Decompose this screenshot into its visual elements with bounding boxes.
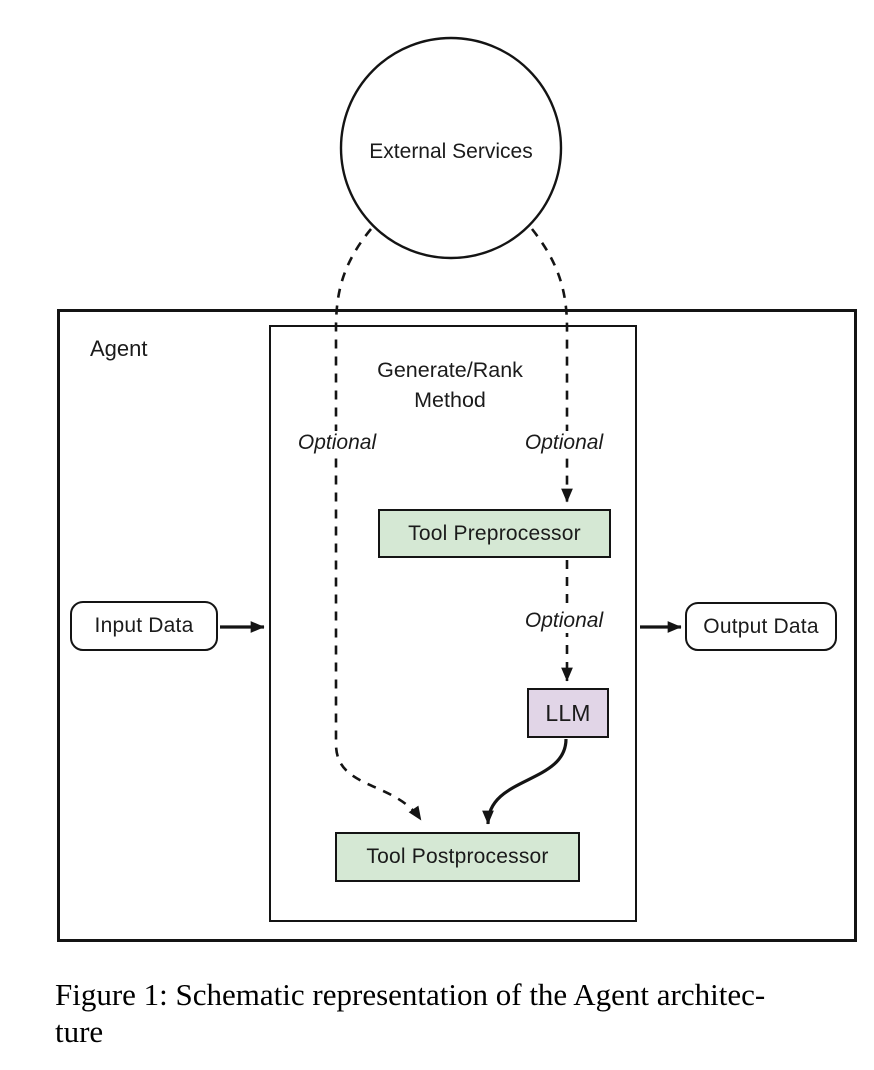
tool-postprocessor-box: Tool Postprocessor — [335, 832, 580, 882]
llm-label: LLM — [545, 699, 591, 726]
dashed-connector-external-to-preprocessor — [530, 228, 573, 503]
input-data-node: Input Data — [70, 601, 218, 651]
llm-box: LLM — [527, 688, 609, 738]
external-services-circle — [339, 36, 563, 260]
agent-box — [57, 309, 857, 942]
connector-llm-to-postprocessor — [482, 738, 568, 825]
output-data-node: Output Data — [685, 602, 837, 651]
figure-caption-line2: ture — [55, 1014, 104, 1049]
dashed-connector-external-to-postprocessor — [334, 228, 423, 821]
figure-caption: Figure 1: Schematic representation of th… — [55, 976, 867, 1050]
tool-preprocessor-box: Tool Preprocessor — [378, 509, 611, 558]
output-data-label: Output Data — [703, 614, 819, 638]
figure-caption-line1: Figure 1: Schematic representation of th… — [55, 977, 766, 1012]
generate-rank-box — [269, 325, 637, 922]
tool-postprocessor-label: Tool Postprocessor — [366, 845, 549, 868]
tool-preprocessor-label: Tool Preprocessor — [408, 521, 581, 545]
input-data-label: Input Data — [94, 614, 194, 637]
